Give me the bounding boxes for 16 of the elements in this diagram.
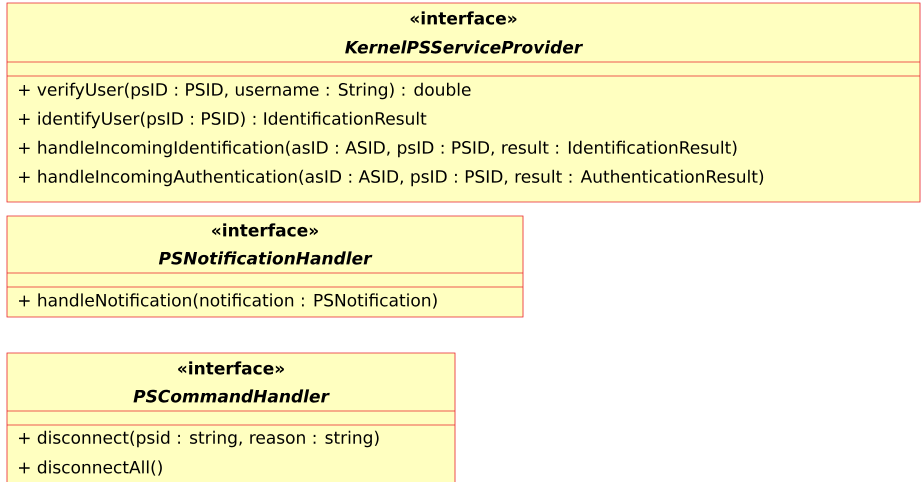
interface-name: PSCommandHandler — [134, 389, 330, 403]
stereotype-label: «interface» — [410, 11, 516, 25]
interface-name: PSNotificationHandler — [158, 251, 372, 265]
interface-box — [6, 216, 524, 318]
method-signature: + disconnect(psid : string, reason : string) — [19, 430, 379, 448]
stereotype-label: «interface» — [212, 223, 318, 237]
method-signature: + verifyUser(psID : PSID, username : String) : double — [19, 82, 471, 100]
method-signature: + disconnectAll() — [19, 460, 162, 476]
method-signature: + identifyUser(psID : PSID) : IdentificationResult — [19, 112, 426, 128]
method-signature: + handleNotification(notification : PSNotification) — [19, 293, 437, 309]
interface-name: KernelPSServiceProvider — [345, 40, 584, 54]
interface-box — [6, 2, 920, 202]
stereotype-label: «interface» — [178, 361, 284, 375]
interface-box — [6, 352, 456, 482]
method-signature: + handleIncomingAuthentication(asID : ASID, psID : PSID, result : AuthenticationResult) — [19, 170, 764, 186]
method-signature: + handleIncomingIdentification(asID : ASID, psID : PSID, result : IdentificationResult) — [19, 140, 736, 158]
